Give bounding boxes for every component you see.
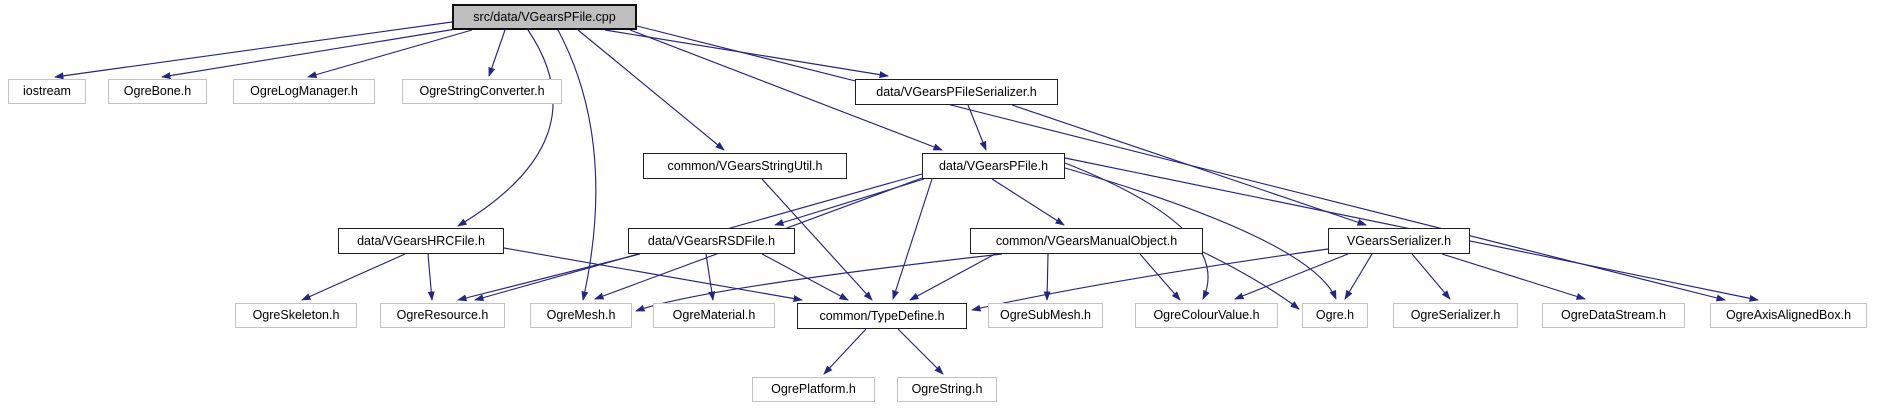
node-ogreaxisalignedbox: OgreAxisAlignedBox.h: [1710, 303, 1867, 328]
edge-root--ogreaxisalignedbox: [636, 25, 1726, 302]
node-ogreplatform: OgrePlatform.h: [752, 377, 875, 402]
node-typedefine[interactable]: common/TypeDefine.h: [797, 303, 967, 329]
edge-root--ogrestringconverter: [488, 29, 506, 77]
edge-manualobject--typedefine: [909, 253, 996, 301]
node-pfile[interactable]: data/VGearsPFile.h: [922, 153, 1065, 179]
node-vgserializer[interactable]: VGearsSerializer.h: [1328, 228, 1470, 254]
edge-root--iostream: [54, 21, 453, 80]
node-manualobject[interactable]: common/VGearsManualObject.h: [970, 228, 1203, 254]
node-ogreresource: OgreResource.h: [380, 303, 505, 328]
edge-root--hrcfile: [457, 29, 554, 227]
edge-hrcfile--ogreresource: [427, 253, 435, 301]
edge-pfileserializer--vgserializer: [1011, 104, 1367, 226]
edge-root--stringutil: [577, 29, 725, 151]
edge-rsdfile--typedefine: [761, 253, 849, 301]
edge-hrcfile--ogreskeleton: [301, 253, 406, 301]
edge-rsdfile--ogrematerial: [705, 253, 716, 301]
edge-typedefine--ogreplatform: [823, 328, 867, 375]
node-stringutil[interactable]: common/VGearsStringUtil.h: [643, 153, 847, 179]
node-pfileserializer[interactable]: data/VGearsPFileSerializer.h: [855, 79, 1058, 105]
node-ogremesh: OgreMesh.h: [530, 303, 632, 328]
node-ogrematerial: OgreMaterial.h: [653, 303, 775, 328]
node-ogreskeleton: OgreSkeleton.h: [235, 303, 357, 328]
edge-root--ogrebone: [161, 28, 457, 80]
node-rsdfile[interactable]: data/VGearsRSDFile.h: [628, 228, 795, 254]
node-ogresubmesh: OgreSubMesh.h: [988, 303, 1103, 328]
edge-rsdfile--ogreresource: [457, 253, 641, 302]
edge-manualobject--ogresubmesh: [1043, 253, 1051, 301]
edge-pfile--manualobject: [991, 178, 1065, 226]
edge-vgserializer--ogre: [1344, 253, 1373, 300]
edge-root--pfile: [629, 29, 943, 151]
edge-manualobject--ogre: [1202, 251, 1300, 310]
node-ogre: Ogre.h: [1302, 303, 1368, 328]
node-iostream: iostream: [8, 79, 86, 104]
node-root: src/data/VGearsPFile.cpp: [452, 4, 637, 30]
edge-vgserializer--typedefine: [971, 248, 1329, 312]
edge-manualobject--ogrecolourvalue: [1139, 253, 1181, 301]
node-ogrecolourvalue: OgreColourValue.h: [1135, 303, 1278, 328]
edge-vgserializer--ogreserializer: [1411, 253, 1451, 300]
node-ogrestring: OgreString.h: [897, 377, 997, 402]
edge-root--ogremesh: [557, 29, 597, 301]
node-ogredatastream: OgreDataStream.h: [1542, 303, 1685, 328]
edge-typedefine--ogrestring: [897, 328, 944, 375]
edge-pfileserializer--pfile: [967, 104, 987, 151]
node-ogrelogmanager: OgreLogManager.h: [233, 79, 375, 104]
node-ogreserializer: OgreSerializer.h: [1393, 303, 1518, 328]
edge-hrcfile--typedefine: [503, 247, 803, 302]
edge-pfile--typedefine: [892, 178, 933, 300]
node-ogrestringconverter: OgreStringConverter.h: [402, 79, 562, 104]
edge-pfile--ogre: [1064, 167, 1337, 300]
edge-stringutil--typedefine: [761, 178, 873, 301]
edge-root--ogrelogmanager: [307, 29, 473, 79]
edge-vgserializer--ogredatastream: [1441, 253, 1586, 300]
node-hrcfile[interactable]: data/VGearsHRCFile.h: [338, 228, 504, 254]
node-ogrebone: OgreBone.h: [108, 79, 207, 104]
edge-vgserializer--ogrecolourvalue: [1234, 253, 1349, 300]
